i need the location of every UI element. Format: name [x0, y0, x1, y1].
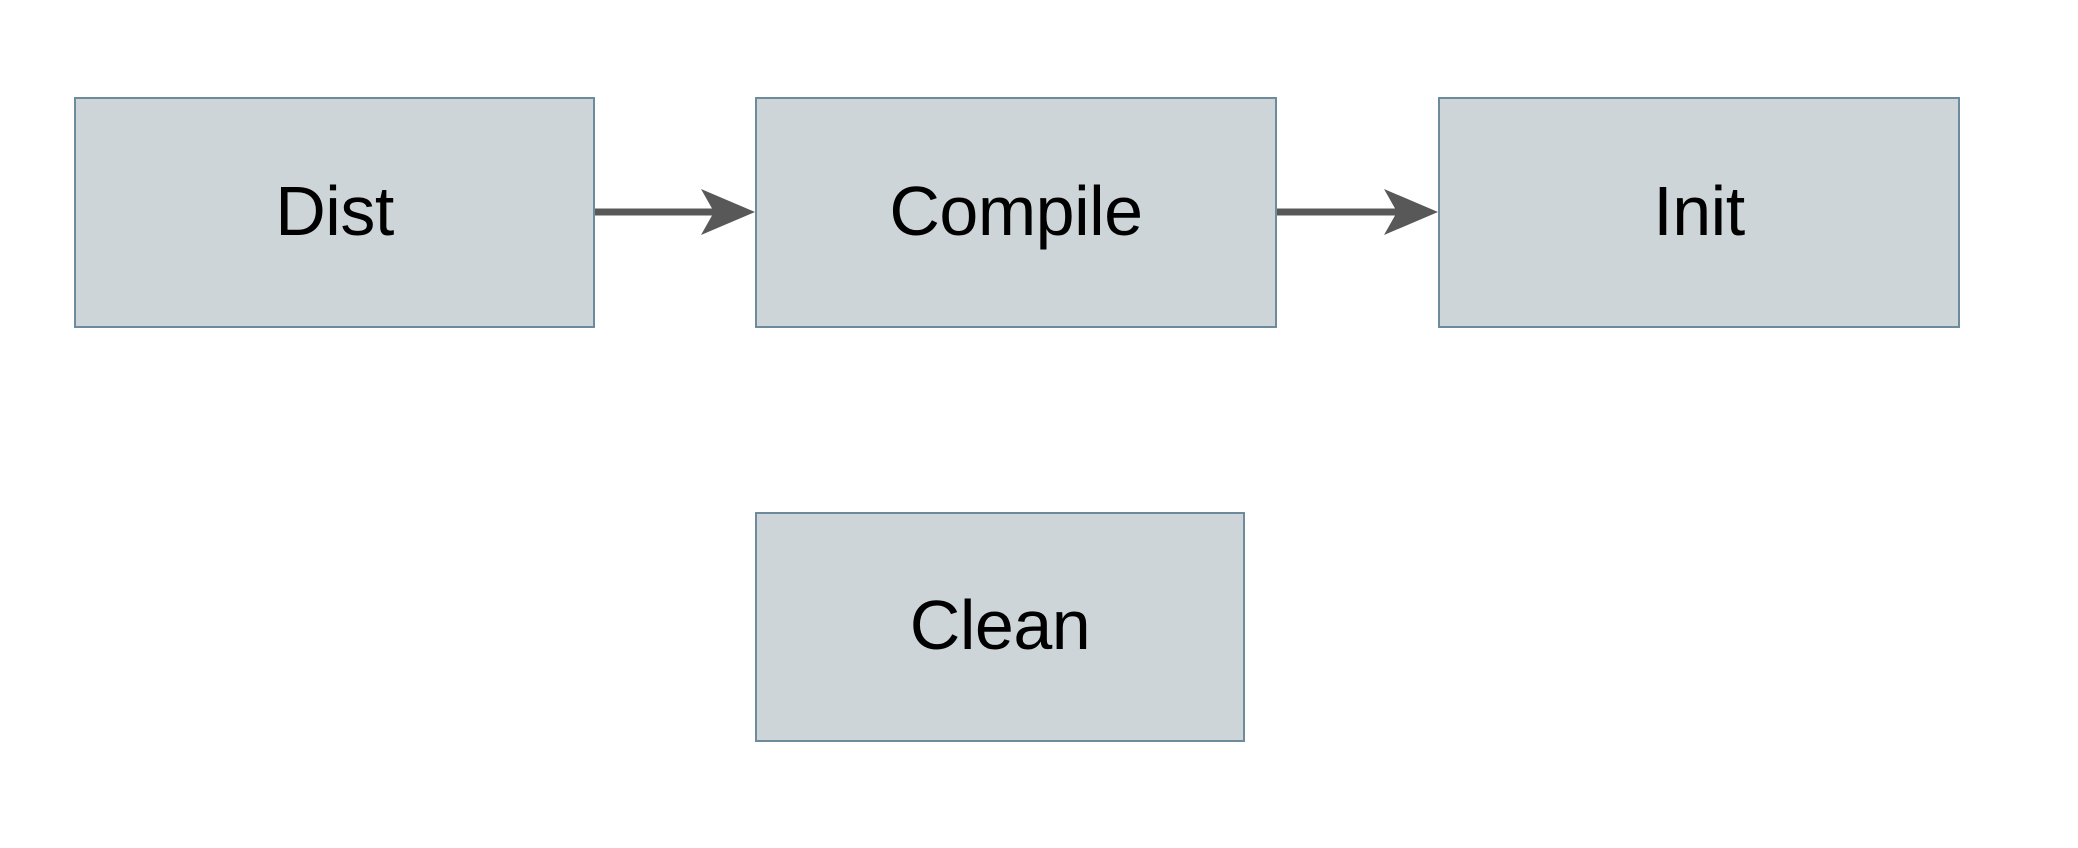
arrow-head-icon	[1384, 189, 1438, 235]
arrow-head-icon	[701, 189, 755, 235]
node-init[interactable]: Init	[1438, 97, 1960, 328]
edge-dist-to-compile[interactable]	[595, 177, 755, 247]
node-compile[interactable]: Compile	[755, 97, 1277, 328]
node-dist[interactable]: Dist	[74, 97, 595, 328]
node-clean[interactable]: Clean	[755, 512, 1245, 742]
node-clean-label: Clean	[909, 586, 1091, 664]
node-compile-label: Compile	[889, 171, 1143, 250]
node-init-label: Init	[1653, 171, 1745, 250]
node-dist-label: Dist	[275, 171, 394, 250]
edge-compile-to-init[interactable]	[1277, 177, 1438, 247]
